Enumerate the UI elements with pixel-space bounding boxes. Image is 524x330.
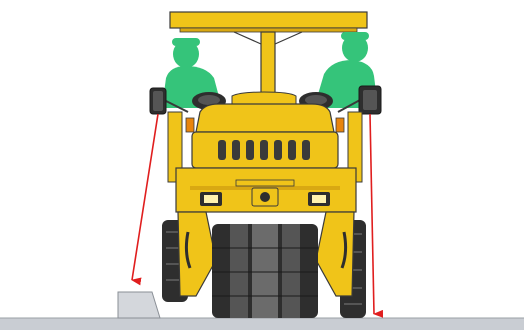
tow-hitch [252,188,278,206]
headlight-right [308,192,330,206]
ground [0,318,524,330]
curb [118,292,160,318]
front-drum [212,224,318,318]
sight-arrow-left [132,114,158,280]
headlight-left [200,192,222,206]
engine-hood [192,132,338,168]
chassis [176,168,356,212]
sight-arrow-right [370,114,374,314]
